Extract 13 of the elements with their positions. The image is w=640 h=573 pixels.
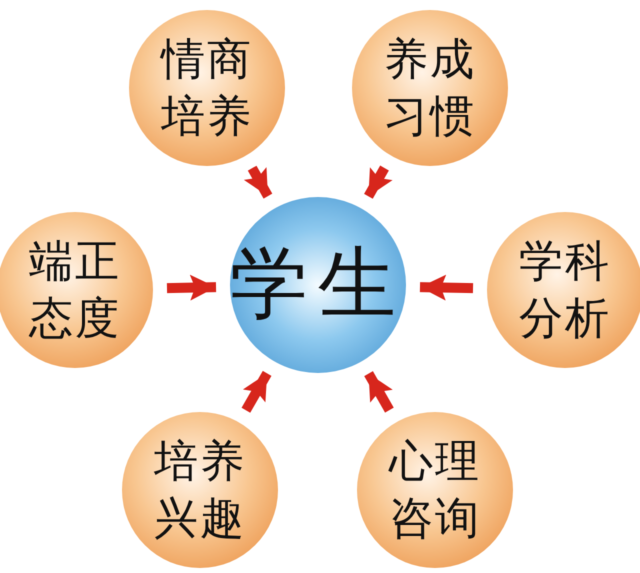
node-label: 端正态度 — [28, 234, 122, 346]
arrow — [242, 370, 272, 413]
node-label: 培养兴趣 — [152, 434, 247, 546]
arrow — [420, 274, 474, 301]
node-label: 心理咨询 — [387, 434, 482, 546]
node-label: 学科分析 — [518, 234, 612, 346]
node-label: 情商培养 — [159, 32, 254, 144]
arrow — [364, 371, 394, 413]
node-label: 养成习惯 — [383, 32, 477, 144]
arrow — [364, 166, 393, 199]
arrow — [166, 274, 216, 301]
arrow — [244, 166, 272, 199]
node-label: 学生 — [230, 238, 406, 332]
